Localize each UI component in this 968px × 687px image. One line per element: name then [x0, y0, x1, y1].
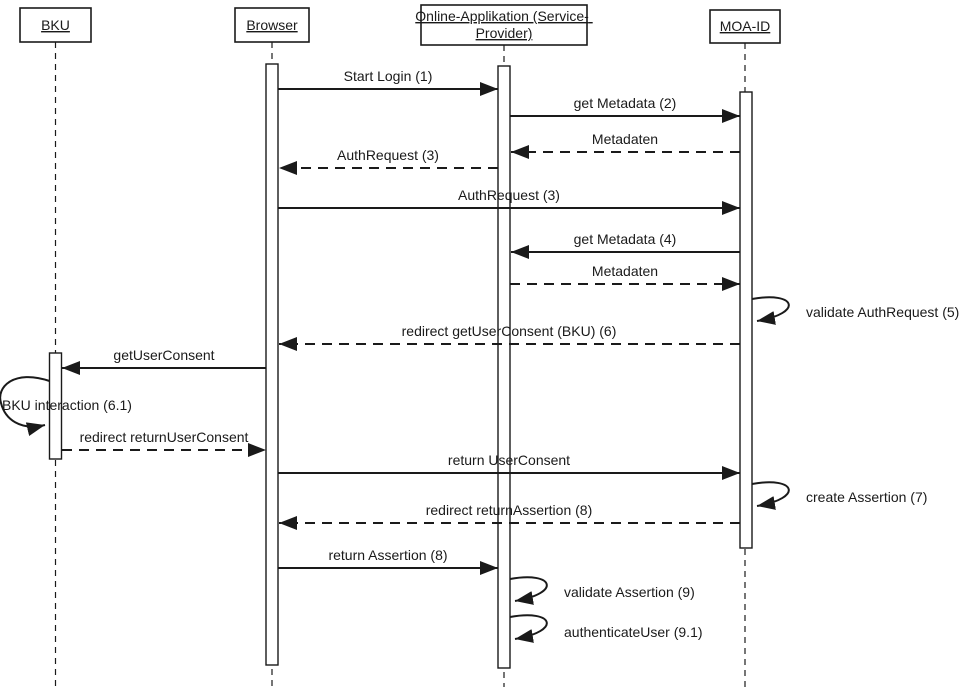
self-loop-arrow: [751, 481, 790, 510]
actor-bku: BKU: [19, 7, 92, 43]
message-authrequest-redirect: AuthRequest (3): [279, 147, 498, 175]
self-loop-arrow: [0, 376, 50, 436]
message-get-metadata-2: get Metadata (2): [510, 95, 740, 123]
message-authenticateuser: authenticateUser (9.1): [509, 614, 703, 643]
message-redirect-returnuserconsent: redirect returnUserConsent: [62, 429, 266, 457]
self-loop-arrow: [751, 296, 790, 325]
actor-label-bku: BKU: [41, 17, 70, 33]
actor-label-service-provider: Online-Applikation (Service- Provider): [415, 8, 592, 41]
message-getuserconsent: getUserConsent: [62, 347, 266, 375]
message-return-userconsent: return UserConsent: [278, 452, 740, 480]
message-metadaten-1: Metadaten: [511, 131, 740, 159]
message-label: AuthRequest (3): [458, 187, 560, 203]
message-label: BKU interaction (6.1): [2, 397, 132, 413]
message-get-metadata-4: get Metadata (4): [511, 231, 740, 259]
self-loop-arrow: [509, 576, 548, 605]
message-label: authenticateUser (9.1): [564, 624, 703, 640]
activation-browser: [265, 63, 279, 666]
message-redirect-getuserconsent: redirect getUserConsent (BKU) (6): [279, 323, 740, 351]
message-label: redirect returnUserConsent: [80, 429, 249, 445]
actor-browser: Browser: [234, 7, 310, 43]
actor-moa-id: MOA-ID: [709, 9, 781, 44]
actor-label-moa-id: MOA-ID: [720, 18, 771, 34]
activation-service-provider: [497, 65, 511, 669]
message-label: get Metadata (4): [574, 231, 677, 247]
activation-moa-id: [739, 91, 753, 549]
message-label: AuthRequest (3): [337, 147, 439, 163]
message-redirect-returnassertion: redirect returnAssertion (8): [279, 502, 740, 530]
actor-service-provider: Online-Applikation (Service- Provider): [415, 4, 592, 46]
actor-box-moa-id: [709, 9, 781, 44]
message-label: getUserConsent: [113, 347, 214, 363]
message-return-assertion: return Assertion (8): [278, 547, 498, 575]
message-create-assertion: create Assertion (7): [751, 481, 927, 510]
message-validate-authrequest: validate AuthRequest (5): [751, 296, 959, 325]
actor-box-browser: [234, 7, 310, 43]
actor-box-bku: [19, 7, 92, 43]
actor-label-browser: Browser: [246, 17, 298, 33]
message-label: validate AuthRequest (5): [806, 304, 959, 320]
actor-box-service-provider: [420, 4, 588, 46]
message-label: get Metadata (2): [574, 95, 677, 111]
activation-bku: [48, 352, 63, 460]
message-label: Metadaten: [592, 131, 658, 147]
message-label: redirect returnAssertion (8): [426, 502, 593, 518]
message-metadaten-2: Metadaten: [510, 263, 740, 291]
message-label: Metadaten: [592, 263, 658, 279]
message-label: Start Login (1): [344, 68, 433, 84]
message-label: return UserConsent: [448, 452, 570, 468]
message-start-login: Start Login (1): [278, 68, 498, 96]
message-label: create Assertion (7): [806, 489, 927, 505]
message-validate-assertion: validate Assertion (9): [509, 576, 695, 605]
message-authrequest-forward: AuthRequest (3): [278, 187, 740, 215]
self-loop-arrow: [509, 614, 548, 643]
message-label: redirect getUserConsent (BKU) (6): [402, 323, 617, 339]
message-label: return Assertion (8): [328, 547, 447, 563]
message-bku-interaction: BKU interaction (6.1): [0, 376, 132, 436]
message-label: validate Assertion (9): [564, 584, 695, 600]
